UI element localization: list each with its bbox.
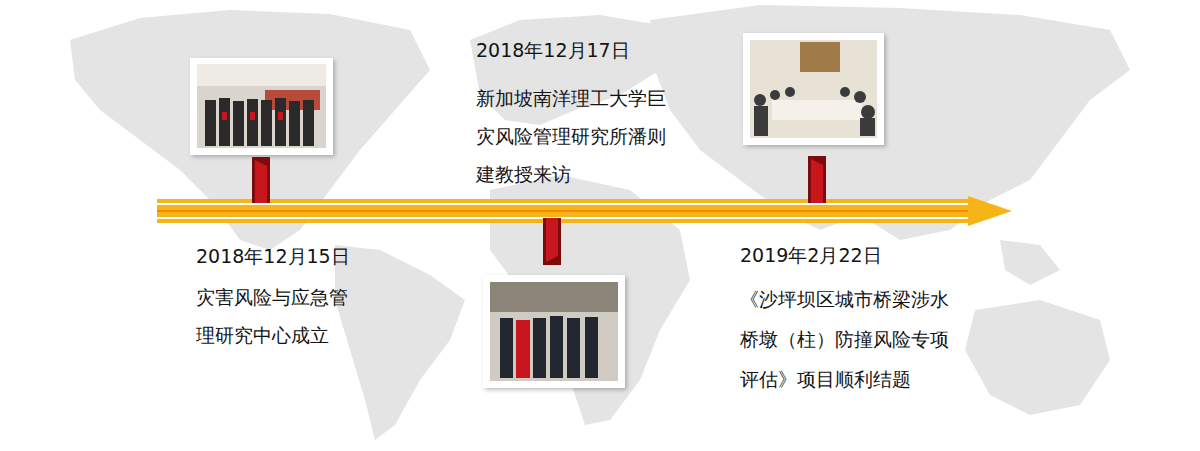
photo-border <box>190 58 333 155</box>
event-tag <box>543 218 561 265</box>
photo-image <box>750 40 877 138</box>
photo-image <box>772 100 862 120</box>
photo-people <box>233 101 244 146</box>
photo-people <box>533 318 546 378</box>
event-tag <box>255 160 267 203</box>
event-tag <box>546 218 558 262</box>
photo-people <box>861 105 875 119</box>
photo-people <box>500 316 598 378</box>
continent <box>1000 240 1060 285</box>
photo-frame <box>743 33 884 145</box>
photo-people <box>275 98 286 146</box>
photo-people <box>516 320 530 378</box>
event-tag <box>543 218 561 265</box>
photo-people <box>785 87 795 97</box>
photo-people <box>222 112 283 120</box>
arrow-stripe <box>157 217 972 219</box>
world-map <box>70 5 1130 440</box>
photo-people <box>205 100 216 146</box>
photo-people <box>250 112 255 120</box>
photo-frame <box>190 58 333 155</box>
event-tag <box>811 159 823 203</box>
photo-people <box>205 98 314 146</box>
photo-people <box>567 318 580 378</box>
event-date: 2019年2月22日 <box>740 236 882 274</box>
event-date: 2018年12月17日 <box>476 31 630 69</box>
photo-people <box>550 316 563 378</box>
photo-people <box>754 87 875 136</box>
event-description: 《沙坪坝区城市桥梁涉水 桥墩（柱）防撞风险专项 评估》项目顺利结题 <box>740 279 952 399</box>
photo-border <box>743 33 884 145</box>
event-tag <box>252 157 270 203</box>
photo-people <box>278 112 283 120</box>
photo-people <box>840 87 850 97</box>
photo-people <box>754 106 768 136</box>
photo-image <box>800 42 840 72</box>
photo-image <box>490 282 618 312</box>
photo-image <box>490 282 618 381</box>
photo-people <box>860 118 875 136</box>
photo-people <box>754 94 766 106</box>
photo-people <box>585 317 598 378</box>
arrow-stripe <box>157 203 972 205</box>
event-tag <box>808 156 826 203</box>
continent <box>335 245 465 440</box>
event-description: 灾害风险与应急管 理研究中心成立 <box>196 278 351 354</box>
arrow-body <box>157 199 972 223</box>
photo-people <box>289 101 300 146</box>
photo-people <box>222 112 227 120</box>
photo-people <box>770 90 780 100</box>
arrow-stripe <box>157 210 972 212</box>
event-description: 新加坡南洋理工大学巨 灾风险管理研究所潘则 建教授来访 <box>476 79 669 193</box>
photo-image <box>197 64 326 148</box>
photo-people <box>219 98 230 146</box>
photo-people <box>247 99 258 146</box>
photo-people <box>854 91 866 103</box>
photo-image <box>197 64 326 86</box>
arrow-head <box>968 196 1012 226</box>
event-date: 2018年12月15日 <box>196 237 350 275</box>
timeline-arrow <box>157 196 1012 226</box>
event-tag <box>808 156 826 203</box>
photo-people <box>261 100 272 146</box>
photo-frame <box>483 275 625 388</box>
photo-people <box>500 318 513 378</box>
event-tag <box>252 157 270 203</box>
photo-border <box>483 275 625 388</box>
continent <box>965 300 1110 415</box>
photo-people <box>303 100 314 146</box>
